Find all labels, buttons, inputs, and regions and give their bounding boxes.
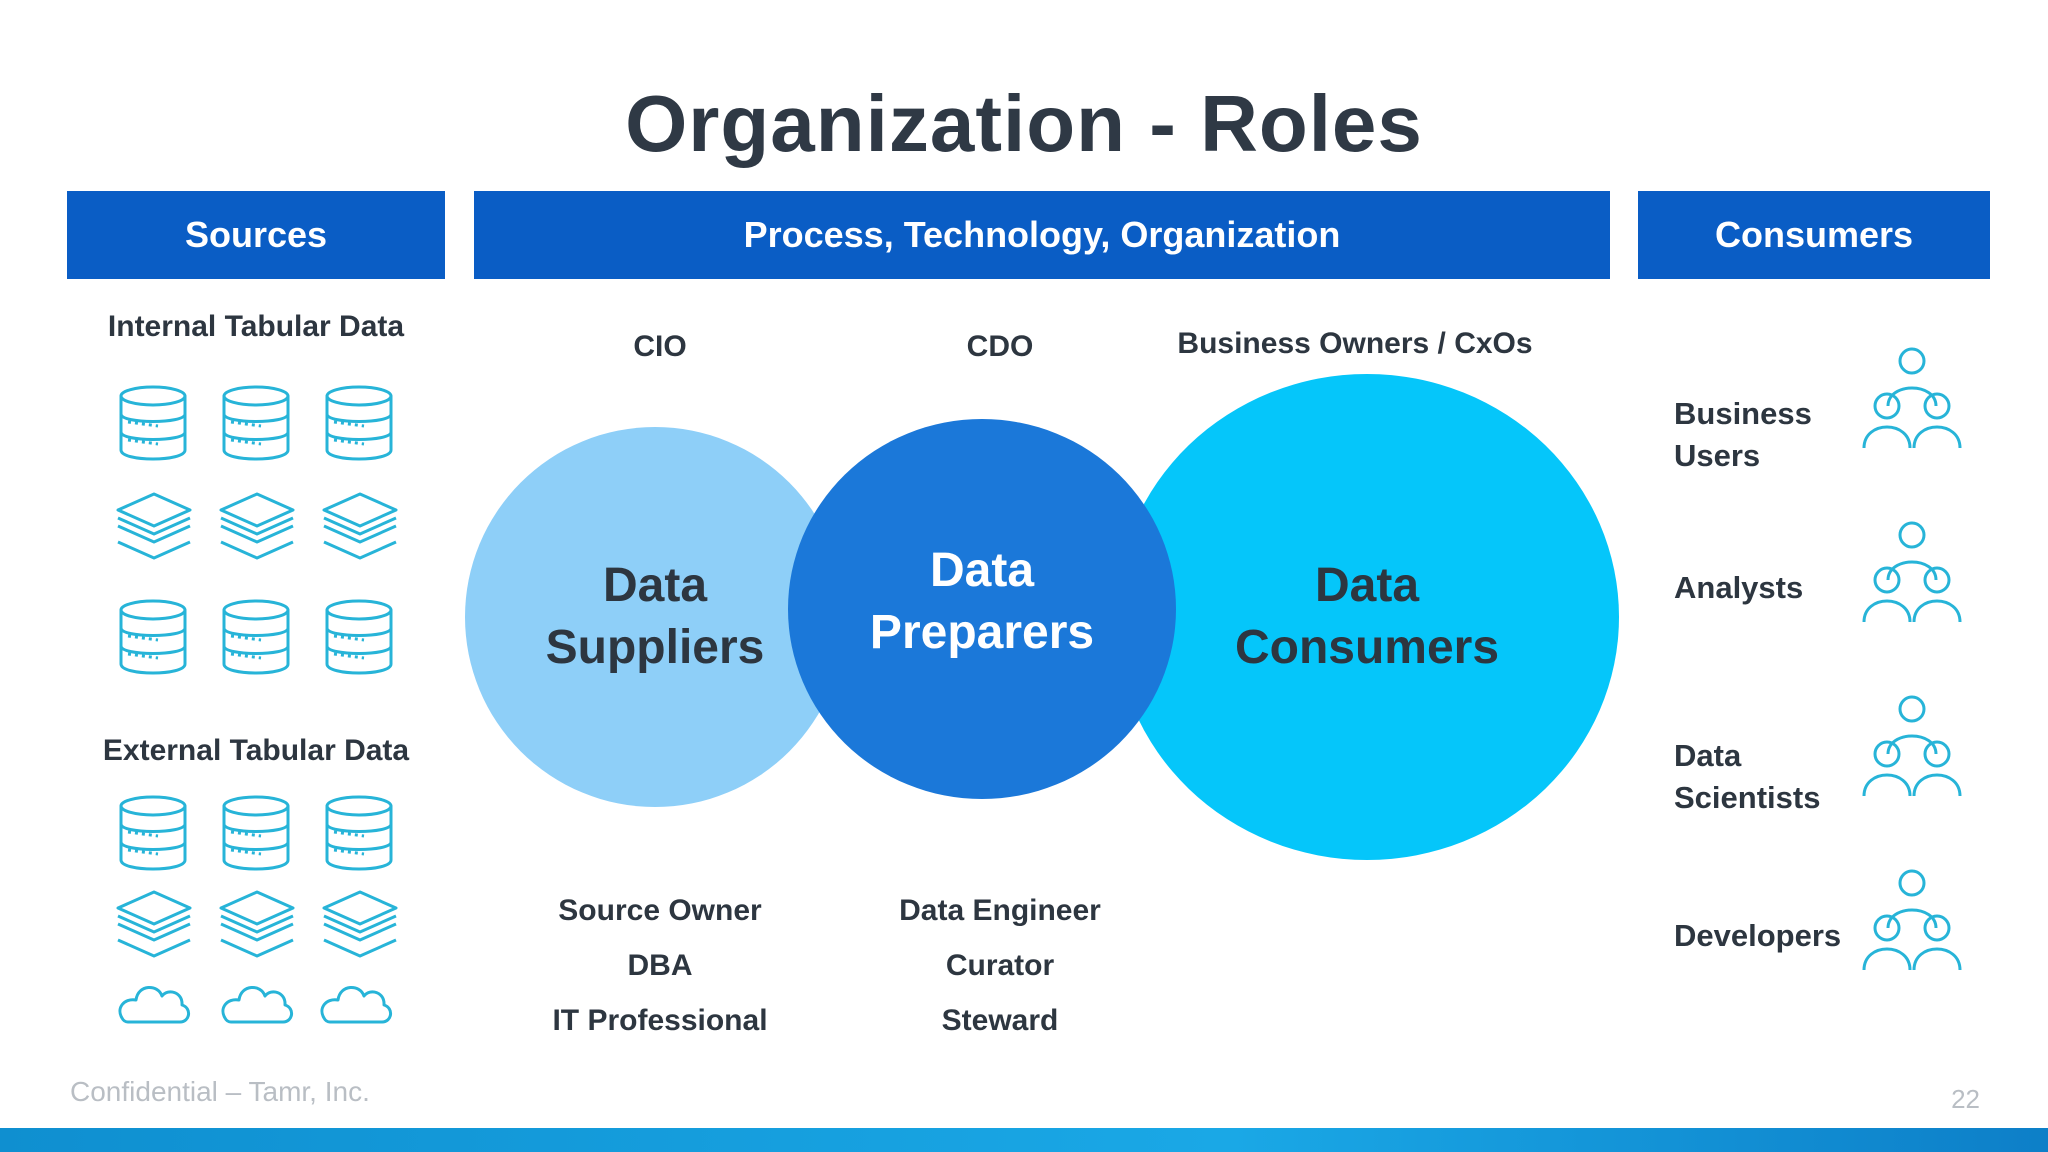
layers-icon — [217, 888, 297, 964]
confidential-footer: Confidential – Tamr, Inc. — [70, 1076, 370, 1107]
database-icon — [324, 794, 394, 874]
user-group-icon — [1862, 520, 1962, 624]
slide-title: Organization - Roles — [625, 79, 1423, 168]
database-icon — [221, 598, 291, 678]
bottom-accent-bar — [0, 1128, 2048, 1152]
consumer-business-users: Business Users — [1674, 393, 1812, 477]
layers-icon — [114, 888, 194, 964]
cloud-icon — [217, 978, 297, 1028]
database-icon — [221, 794, 291, 874]
database-icon — [324, 598, 394, 678]
user-group-icon — [1862, 868, 1962, 972]
consumer-data-scientists-line2: Scientists — [1674, 780, 1821, 815]
data-suppliers-line2: Suppliers — [545, 621, 765, 674]
cio-label: CIO — [633, 330, 687, 363]
layers-icon — [320, 888, 400, 964]
data-suppliers-line1: Data — [602, 559, 708, 612]
database-icon — [118, 598, 188, 678]
consumer-business-users-line1: Business — [1674, 396, 1812, 431]
data-preparers-line1: Data — [929, 544, 1035, 597]
consumer-data-scientists: Data Scientists — [1674, 735, 1820, 819]
cloud-icon — [114, 978, 194, 1028]
business-owners-label: Business Owners / CxOs — [1177, 327, 1533, 360]
data-preparers-line2: Preparers — [869, 606, 1095, 659]
consumer-analysts: Analysts — [1674, 567, 1803, 609]
layers-icon — [114, 490, 194, 566]
consumer-data-scientists-line1: Data — [1674, 738, 1742, 773]
database-icon — [221, 384, 291, 464]
layers-icon — [320, 490, 400, 566]
consumer-developers: Developers — [1674, 915, 1841, 957]
external-tabular-data-label: External Tabular Data — [102, 734, 410, 767]
layers-icon — [217, 490, 297, 566]
cdo-label: CDO — [966, 330, 1034, 363]
internal-tabular-data-label: Internal Tabular Data — [107, 310, 405, 343]
database-icon — [324, 384, 394, 464]
data-consumers-line2: Consumers — [1234, 621, 1500, 674]
role-dba: DBA — [627, 949, 693, 982]
consumer-analysts-line1: Analysts — [1674, 570, 1804, 605]
role-data-engineer: Data Engineer — [899, 894, 1101, 927]
role-curator: Curator — [945, 949, 1055, 982]
database-icon — [118, 384, 188, 464]
page-number: 22 — [1951, 1084, 1980, 1114]
header-process: Process, Technology, Organization — [474, 191, 1610, 279]
role-it-professional: IT Professional — [552, 1004, 768, 1037]
cloud-icon — [316, 978, 396, 1028]
consumer-business-users-line2: Users — [1674, 438, 1761, 473]
consumer-developers-line1: Developers — [1674, 918, 1842, 953]
data-consumers-line1: Data — [1314, 559, 1420, 612]
role-steward: Steward — [941, 1004, 1059, 1037]
header-consumers: Consumers — [1638, 191, 1990, 279]
role-source-owner: Source Owner — [558, 894, 762, 927]
user-group-icon — [1862, 346, 1962, 450]
header-sources: Sources — [67, 191, 445, 279]
database-icon — [118, 794, 188, 874]
user-group-icon — [1862, 694, 1962, 798]
